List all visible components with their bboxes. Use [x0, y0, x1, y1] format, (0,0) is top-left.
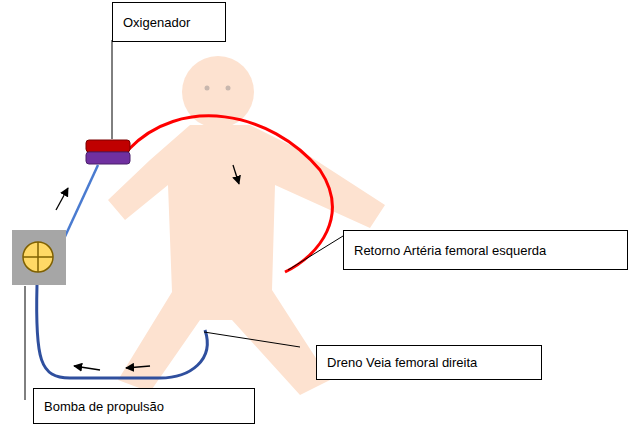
venous-line — [62, 165, 98, 243]
callout-text: Retorno Artéria femoral esquerda — [354, 243, 546, 258]
leader-lines — [25, 40, 343, 400]
callout-box: Oxigenador — [112, 2, 226, 42]
callout-text: Bomba de propulsão — [44, 399, 164, 414]
pump — [12, 230, 66, 285]
oxygenator — [86, 140, 130, 164]
callout-box: Retorno Artéria femoral esquerda — [343, 230, 628, 270]
arterial-line — [128, 116, 332, 272]
flow-arrows — [56, 165, 239, 370]
callout-box: Dreno Veia femoral direita — [316, 345, 542, 380]
callout-text: Oxigenador — [123, 15, 190, 30]
callout-text: Dreno Veia femoral direita — [327, 355, 477, 370]
drain-line — [37, 285, 208, 378]
callout-box: Bomba de propulsão — [33, 388, 255, 424]
